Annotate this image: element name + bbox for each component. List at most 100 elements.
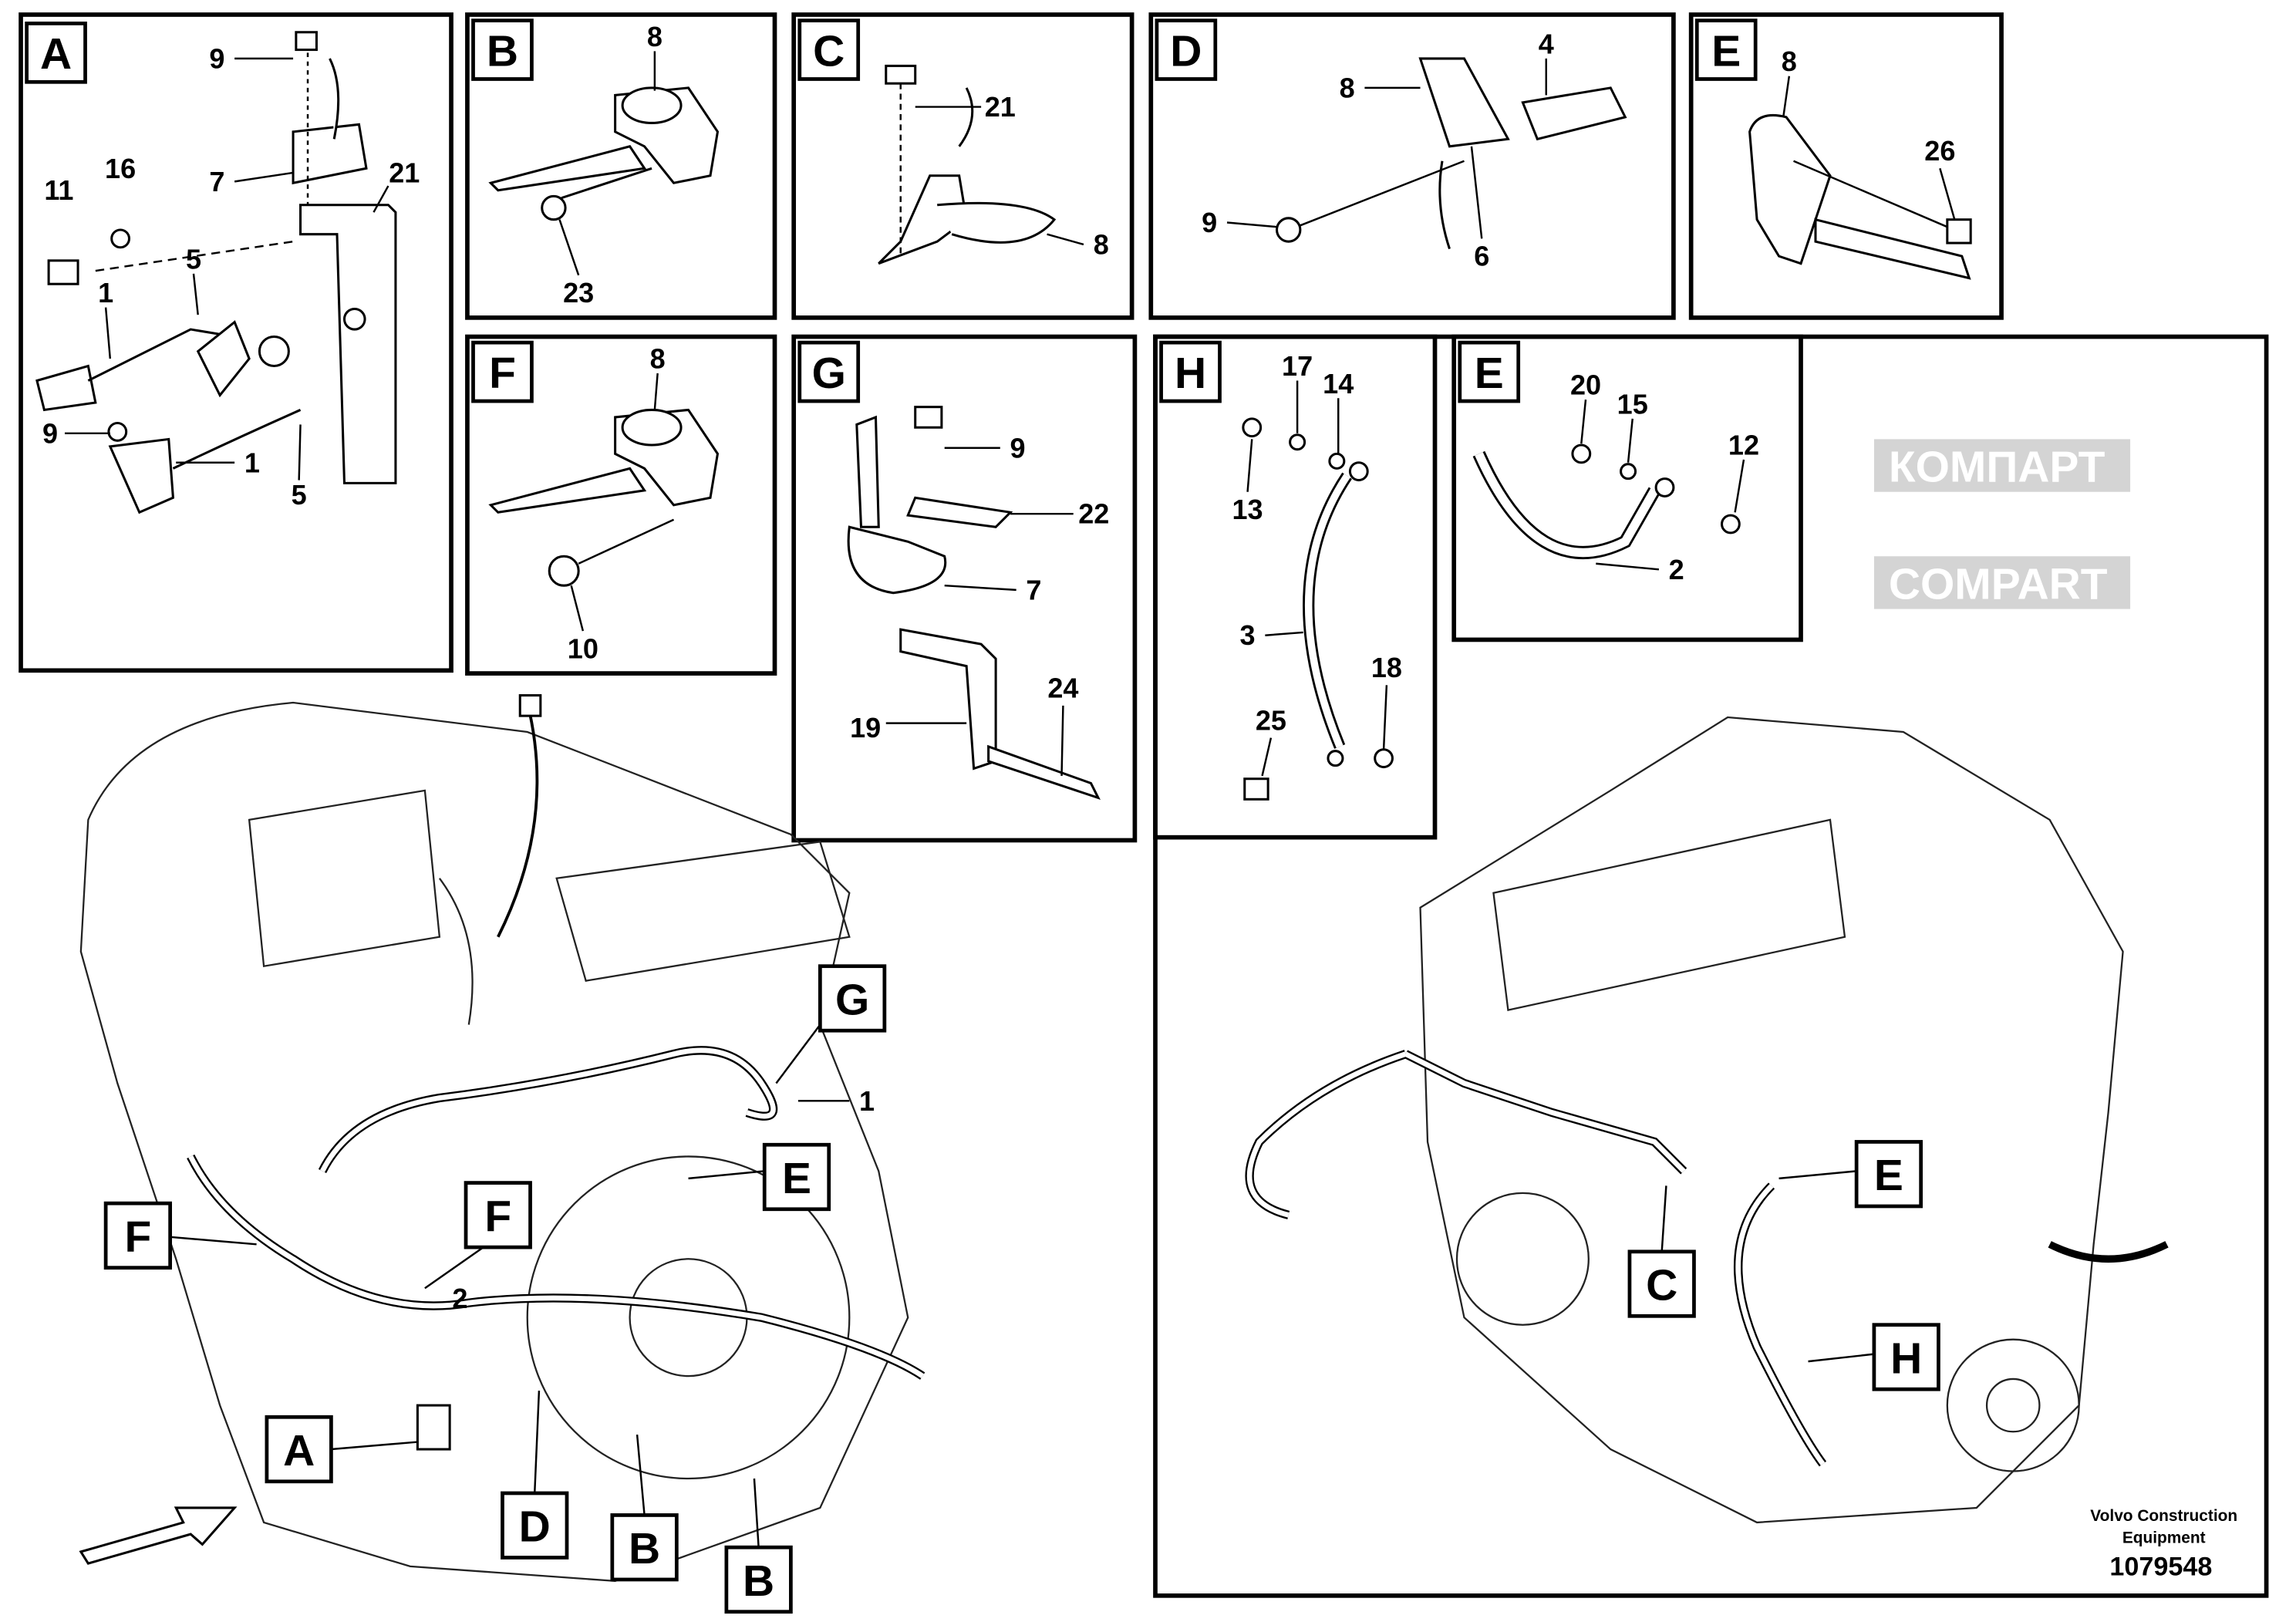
svg-text:F: F <box>124 1212 151 1262</box>
svg-text:A: A <box>40 29 72 79</box>
callout: 24 <box>1047 673 1078 704</box>
footer-line2: Equipment <box>2122 1529 2206 1547</box>
svg-text:B: B <box>629 1524 660 1573</box>
panel-g-label: G <box>797 340 861 403</box>
callout: 6 <box>1474 241 1489 272</box>
svg-text:H: H <box>1175 349 1206 398</box>
right-engine-drawing <box>1245 716 2169 1524</box>
panel-c-callouts: 21 8 <box>915 91 1109 260</box>
panel-d-parts <box>1276 57 1627 250</box>
callout: 12 <box>1728 429 1759 460</box>
panel-h-callouts: 17 14 13 3 18 25 <box>1232 350 1402 777</box>
callout: 15 <box>1617 388 1648 420</box>
drawing-number: 1079548 <box>2109 1552 2212 1581</box>
callout: 9 <box>1010 432 1026 464</box>
panel-b-callouts: 8 23 <box>558 21 663 309</box>
svg-text:C: C <box>1646 1260 1677 1310</box>
main-left-labels: G E F F A D B B 1 2 <box>103 964 887 1614</box>
callout: 2 <box>1669 554 1684 585</box>
panel-e2-parts <box>1472 443 1741 559</box>
svg-text:E: E <box>1475 349 1504 398</box>
callout: 3 <box>1240 619 1256 651</box>
panel-b-frame <box>465 12 777 320</box>
panel-e2-callouts: 20 15 12 2 <box>1570 369 1759 585</box>
watermark-text: КОМПАРТ <box>1889 442 2106 491</box>
panel-f-callouts: 8 10 <box>568 343 666 665</box>
callout: 8 <box>1094 228 1109 260</box>
panel-g-callouts: 9 22 7 24 19 <box>850 432 1109 776</box>
panel-a-parts <box>35 31 397 514</box>
label-a: A <box>265 1415 418 1484</box>
svg-text:C: C <box>813 26 845 76</box>
panel-d-label: D <box>1155 19 1218 81</box>
callout: 22 <box>1078 498 1109 530</box>
callout: 23 <box>563 277 594 309</box>
panel-b-label: B <box>471 19 534 81</box>
svg-text:E: E <box>1711 26 1741 76</box>
callout: 10 <box>568 632 598 664</box>
label-b: B <box>724 1478 793 1614</box>
callout: 21 <box>389 157 420 188</box>
callout: 8 <box>647 21 663 52</box>
svg-text:H: H <box>1890 1334 1922 1383</box>
callout: 7 <box>209 166 224 197</box>
callout: 21 <box>985 91 1016 123</box>
label-h: H <box>1808 1323 1940 1391</box>
callout: 25 <box>1256 704 1286 736</box>
callout: 5 <box>292 479 307 511</box>
footer-block: Volvo Construction Equipment 1079548 <box>2090 1507 2237 1581</box>
callout: 1 <box>244 447 260 478</box>
callout: 17 <box>1282 350 1313 382</box>
callout: 18 <box>1371 652 1402 683</box>
callout: 9 <box>42 417 58 449</box>
callout: 1 <box>859 1085 875 1117</box>
label-f: F <box>103 1201 257 1270</box>
svg-text:B: B <box>743 1556 774 1606</box>
callout: 8 <box>1340 72 1355 103</box>
panel-e1-frame <box>1688 12 2004 320</box>
svg-text:E: E <box>1874 1151 1903 1200</box>
callout: 9 <box>1202 207 1217 238</box>
panel-c-parts <box>878 64 1057 265</box>
panel-e1-callouts: 8 26 <box>1782 46 1956 221</box>
callout: 8 <box>1782 46 1797 77</box>
label-g: G <box>775 964 887 1084</box>
label-e: E <box>1778 1140 1923 1209</box>
panel-c-label: C <box>797 19 861 81</box>
svg-text:B: B <box>487 26 518 76</box>
panel-e1-label: E <box>1694 19 1758 81</box>
svg-text:D: D <box>1170 26 1202 76</box>
panel-a-callouts: 9 16 11 7 21 5 1 9 1 5 <box>42 42 420 511</box>
panel-a-label: A <box>25 21 87 84</box>
callout: 16 <box>105 153 136 184</box>
panel-f-label: F <box>471 340 534 403</box>
callout: 20 <box>1570 369 1601 401</box>
svg-text:A: A <box>283 1426 315 1475</box>
callout: 5 <box>186 243 201 275</box>
panel-e2-label: E <box>1458 340 1521 403</box>
callout: 13 <box>1232 494 1263 525</box>
panel-c-frame <box>791 12 1135 320</box>
panel-h-frame <box>1153 334 1438 840</box>
label-b: B <box>610 1434 679 1582</box>
callout: 19 <box>850 712 881 744</box>
callout: 9 <box>209 42 224 74</box>
label-c: C <box>1627 1185 1696 1318</box>
main-right-labels: E C H <box>1627 1140 1940 1391</box>
watermark-band <box>1873 556 2131 609</box>
left-engine-drawing <box>79 694 925 1583</box>
svg-text:G: G <box>812 349 846 398</box>
callout: 4 <box>1539 28 1554 59</box>
svg-text:D: D <box>519 1502 551 1552</box>
callout: 26 <box>1924 135 1955 167</box>
footer-line1: Volvo Construction <box>2090 1507 2237 1525</box>
callout: 1 <box>98 277 113 309</box>
svg-text:F: F <box>489 349 516 398</box>
panel-d-frame <box>1148 12 1676 320</box>
panel-f-parts <box>488 408 720 587</box>
panel-h-label: H <box>1159 340 1222 403</box>
panel-a-frame <box>19 12 453 673</box>
panel-g-parts <box>847 406 1101 801</box>
